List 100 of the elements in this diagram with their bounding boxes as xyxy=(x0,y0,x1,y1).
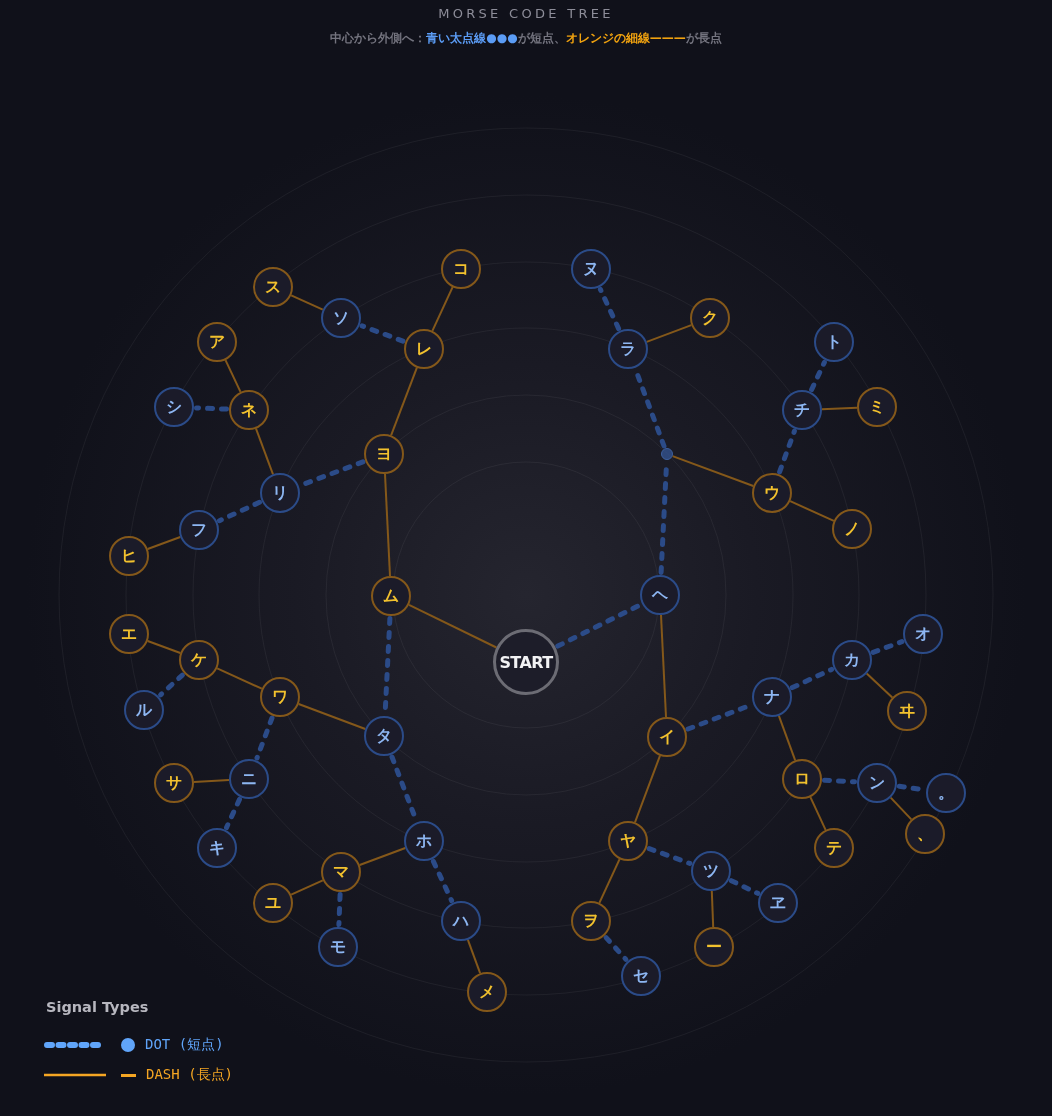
dot-kana-node: ソ xyxy=(321,298,361,338)
connector-line xyxy=(789,500,835,522)
dot-kana-node: オ xyxy=(903,614,943,654)
connector-line xyxy=(224,359,242,393)
dotted-line xyxy=(217,499,262,524)
connector-line xyxy=(865,672,894,699)
connector-line xyxy=(408,603,498,649)
start-node: START xyxy=(493,629,559,695)
dash-kana-node: ヲ xyxy=(571,901,611,941)
dotted-line xyxy=(158,672,185,698)
connector-line xyxy=(634,754,661,824)
dot-kana-node: ヱ xyxy=(758,883,798,923)
connector-line xyxy=(255,427,274,476)
dot-kana-node: カ xyxy=(832,640,872,680)
dash-kana-node: ワ xyxy=(260,677,300,717)
legend-text: DASH (長点) xyxy=(146,1066,233,1084)
connector-line xyxy=(384,473,391,577)
dash-kana-node: ネ xyxy=(229,390,269,430)
connector-line xyxy=(290,294,324,311)
connector-line xyxy=(809,796,827,831)
junction-dot xyxy=(661,448,673,460)
dash-kana-node: コ xyxy=(441,249,481,289)
dotted-line xyxy=(254,715,275,761)
dotted-line xyxy=(809,359,827,393)
dash-kana-node: ケ xyxy=(179,640,219,680)
dot-kana-node: リ xyxy=(260,473,300,513)
dot-kana-node: ナ xyxy=(752,677,792,717)
dash-kana-node: エ xyxy=(109,614,149,654)
dash-kana-node: メ xyxy=(467,972,507,1012)
dot-kana-node: モ xyxy=(318,927,358,967)
dot-kana-node: ツ xyxy=(691,851,731,891)
dash-kana-node: サ xyxy=(154,763,194,803)
dash-kana-node: ミ xyxy=(857,387,897,427)
dotted-line xyxy=(777,428,797,475)
dash-kana-node: 、 xyxy=(905,814,945,854)
dash-kana-node: ス xyxy=(253,267,293,307)
connector-line xyxy=(645,324,693,343)
dotted-line xyxy=(555,602,643,649)
dash-kana-node: ヰ xyxy=(887,691,927,731)
dot-kana-node: ニ xyxy=(229,759,269,799)
dash-kana-node: ア xyxy=(197,322,237,362)
dot-kana-node: ン xyxy=(857,763,897,803)
dot-kana-node: セ xyxy=(621,956,661,996)
dotted-line xyxy=(597,286,622,332)
dot-kana-node: 。 xyxy=(926,773,966,813)
dotted-line xyxy=(194,405,229,412)
dash-kana-node: ノ xyxy=(832,509,872,549)
dot-kana-node: フ xyxy=(179,510,219,550)
dotted-line xyxy=(728,878,761,896)
dotted-line xyxy=(359,323,406,344)
dot-kana-node: タ xyxy=(364,716,404,756)
dash-kana-node: テ xyxy=(814,828,854,868)
connector-line xyxy=(146,640,182,654)
dot-kana-node: ル xyxy=(124,690,164,730)
dotted-line xyxy=(789,666,835,691)
connector-line xyxy=(431,286,454,332)
dot-kana-node: シ xyxy=(154,387,194,427)
dash-kana-node: ク xyxy=(690,298,730,338)
connector-line xyxy=(671,455,755,487)
connector-line xyxy=(390,366,418,437)
dot-kana-node: ラ xyxy=(608,329,648,369)
connector-line xyxy=(146,536,182,550)
connector-line xyxy=(297,703,367,730)
legend-text: DOT (短点) xyxy=(145,1036,224,1054)
dash-kana-node: ウ xyxy=(752,473,792,513)
dash-kana-node: ヤ xyxy=(608,821,648,861)
dotted-line xyxy=(646,846,693,866)
connector-line xyxy=(466,938,482,975)
dotted-line xyxy=(430,858,455,904)
legend-heading: Signal Types xyxy=(46,999,149,1015)
connector-line xyxy=(290,879,324,896)
dot-kana-node: チ xyxy=(782,390,822,430)
dotted-line xyxy=(603,935,629,962)
dotted-line xyxy=(336,892,343,927)
dot-kana-node: ホ xyxy=(404,821,444,861)
dot-kana-node: ヘ xyxy=(640,575,680,615)
dash-kana-node: レ xyxy=(404,329,444,369)
dot-kana-node: ヌ xyxy=(571,249,611,289)
connector-line xyxy=(358,847,407,866)
connector-line xyxy=(216,667,263,690)
connector-line xyxy=(821,406,858,411)
diagram-title: MORSE CODE TREE xyxy=(438,6,614,21)
dot-kana-node: ハ xyxy=(441,901,481,941)
connector-line xyxy=(598,858,621,904)
dash-kana-node: ヒ xyxy=(109,536,149,576)
dash-kana-node: ム xyxy=(371,576,411,616)
dot-kana-node: ト xyxy=(814,322,854,362)
connector-line xyxy=(660,614,667,718)
dotted-line xyxy=(224,796,242,831)
dash-kana-node: ロ xyxy=(782,759,822,799)
connector-line xyxy=(710,890,715,928)
dot-kana-node: キ xyxy=(197,828,237,868)
dash-kana-node: ユ xyxy=(253,883,293,923)
dotted-line xyxy=(870,639,905,655)
connector-line xyxy=(889,796,913,821)
dotted-line xyxy=(822,777,857,785)
connector-line xyxy=(777,714,797,762)
dash-kana-node: マ xyxy=(321,852,361,892)
subtitle: 中心から外側へ：青い太点線●●●が短点、オレンジの細線———が長点 xyxy=(330,30,722,47)
dash-kana-node: ー xyxy=(694,927,734,967)
